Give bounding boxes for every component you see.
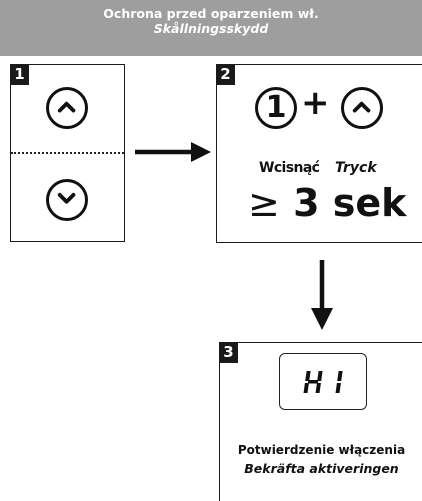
title-polish: Ochrona przed oparzeniem wł. (103, 6, 319, 21)
confirm-label-polish: Potwierdzenie włączenia (237, 443, 406, 457)
button-one[interactable]: 1 (255, 87, 297, 129)
arrow-right-icon (135, 142, 211, 162)
step-2-panel: 2 1 + Wcisnąć Tryck ≥ 3 sek (216, 64, 422, 243)
chevron-down-icon (57, 192, 76, 204)
step-1-panel: 1 (10, 64, 125, 242)
dotted-divider (11, 152, 124, 154)
header-banner: Ochrona przed oparzeniem wł. Skållningss… (0, 0, 422, 56)
step-1-number: 1 (10, 64, 29, 85)
button-one-label: 1 (265, 90, 287, 125)
down-button[interactable] (46, 179, 88, 221)
step-2-number: 2 (216, 64, 235, 85)
step-3-number: 3 (219, 342, 238, 363)
duration: ≥ 3 sek (248, 181, 406, 225)
up-button[interactable] (341, 87, 383, 129)
press-label-polish: Wcisnąć (259, 160, 320, 176)
press-label-swedish: Tryck (335, 160, 377, 176)
confirm-label-swedish: Bekräfta aktiveringen (244, 461, 399, 476)
chevron-up-icon (352, 101, 371, 113)
title-swedish: Skållningsskydd (153, 21, 269, 36)
display-reading: H I (303, 371, 343, 393)
chevron-up-icon (57, 101, 76, 113)
step-3-panel: 3 H I Potwierdzenie włączenia Bekräfta a… (219, 342, 422, 501)
duration-value: 3 sek (293, 181, 407, 225)
up-button[interactable] (46, 87, 88, 129)
arrow-down-icon (311, 260, 333, 330)
plus-sign: + (301, 83, 330, 123)
greater-equal-symbol: ≥ (248, 181, 280, 225)
lcd-display: H I (279, 353, 367, 410)
